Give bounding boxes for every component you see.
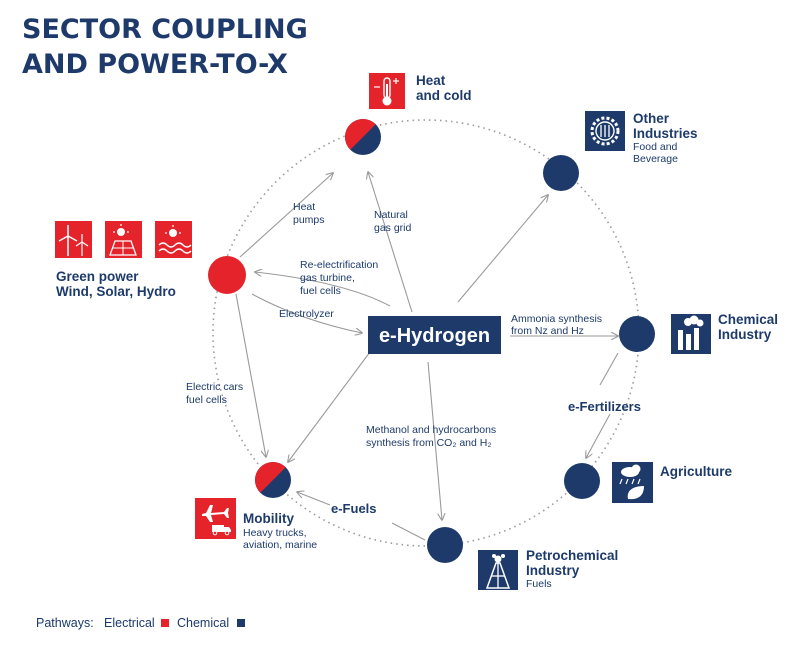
green-node-label: Green power Wind, Solar, Hydro bbox=[56, 269, 176, 299]
arrow-hydrogen-to-heat bbox=[368, 172, 413, 313]
legend-prefix: Pathways: bbox=[36, 616, 94, 630]
arrow-efuels-1 bbox=[391, 522, 426, 541]
legend-chemical: Chemical bbox=[177, 616, 229, 630]
chem-node-label: Chemical Industry bbox=[718, 312, 782, 342]
arrow-hydrogen-to-other bbox=[457, 195, 548, 303]
other-node-sub: Food and Beverage bbox=[633, 141, 680, 165]
plane-truck-icon bbox=[195, 498, 236, 539]
node-mobility-circle bbox=[255, 462, 291, 498]
label-ammonia: Ammonia synthesis from Nz and Hz bbox=[511, 313, 605, 337]
petro-node-sub: Fuels bbox=[526, 578, 552, 590]
node-green-circle bbox=[208, 256, 246, 294]
hydro-wave-icon bbox=[155, 221, 192, 258]
node-chem-circle bbox=[619, 316, 655, 352]
arrow-electrolyzer bbox=[251, 293, 362, 333]
mob-node-label: Mobility bbox=[243, 511, 294, 526]
arrow-hydrogen-to-mobility bbox=[288, 351, 371, 462]
factory-icon bbox=[671, 314, 711, 354]
arrows bbox=[235, 172, 619, 541]
arrow-green-to-mobility bbox=[235, 293, 266, 457]
arrow-chem-to-agri-2 bbox=[586, 413, 611, 458]
e-hydrogen-label: e-Hydrogen bbox=[379, 325, 490, 347]
node-heat-circle bbox=[345, 119, 381, 155]
e-hydrogen-box bbox=[368, 316, 501, 354]
label-e-fuels: e-Fuels bbox=[331, 501, 377, 516]
wind-turbine-icon bbox=[55, 221, 92, 258]
legend: Pathways: Electrical Chemical bbox=[36, 616, 245, 630]
weather-leaf-icon bbox=[612, 462, 653, 503]
oil-rig-icon bbox=[478, 550, 518, 590]
label-reelectrification: Re-electrification gas turbine, fuel cel… bbox=[300, 259, 381, 297]
label-natural-gas: Natural gas grid bbox=[374, 209, 412, 234]
arrow-green-to-heat bbox=[239, 173, 333, 258]
title-line-2: AND POWER-TO-X bbox=[22, 49, 288, 80]
petro-node-label: Petrochemical Industry bbox=[526, 548, 622, 578]
mob-node-sub: Heavy trucks, aviation, marine bbox=[243, 527, 317, 551]
label-electrolyzer: Electrolyzer bbox=[279, 308, 334, 320]
solar-panel-icon bbox=[105, 221, 142, 258]
node-petro-circle bbox=[427, 527, 463, 563]
legend-electrical-swatch bbox=[161, 619, 169, 627]
label-e-fertilizers: e-Fertilizers bbox=[568, 399, 641, 414]
gear-food-icon bbox=[585, 111, 625, 151]
heat-node-label: Heat and cold bbox=[416, 73, 472, 103]
arrow-reelectrification bbox=[255, 272, 391, 307]
label-heat-pumps: Heat pumps bbox=[293, 201, 325, 226]
legend-chemical-swatch bbox=[237, 619, 245, 627]
legend-electrical: Electrical bbox=[104, 616, 155, 630]
node-other-circle bbox=[543, 155, 579, 191]
arrow-efuels-2 bbox=[297, 492, 331, 506]
label-methanol: Methanol and hydrocarbons synthesis from… bbox=[366, 424, 499, 449]
node-agri-circle bbox=[564, 463, 600, 499]
arrow-methanol bbox=[427, 361, 442, 520]
title-line-1: SECTOR COUPLING bbox=[22, 14, 308, 45]
label-electric-cars: Electric cars fuel cells bbox=[186, 381, 246, 406]
other-node-label: Other Industries bbox=[633, 111, 698, 141]
thermometer-icon bbox=[369, 73, 405, 109]
agri-node-label: Agriculture bbox=[660, 464, 733, 479]
arrow-chem-to-agri-1 bbox=[599, 352, 619, 386]
